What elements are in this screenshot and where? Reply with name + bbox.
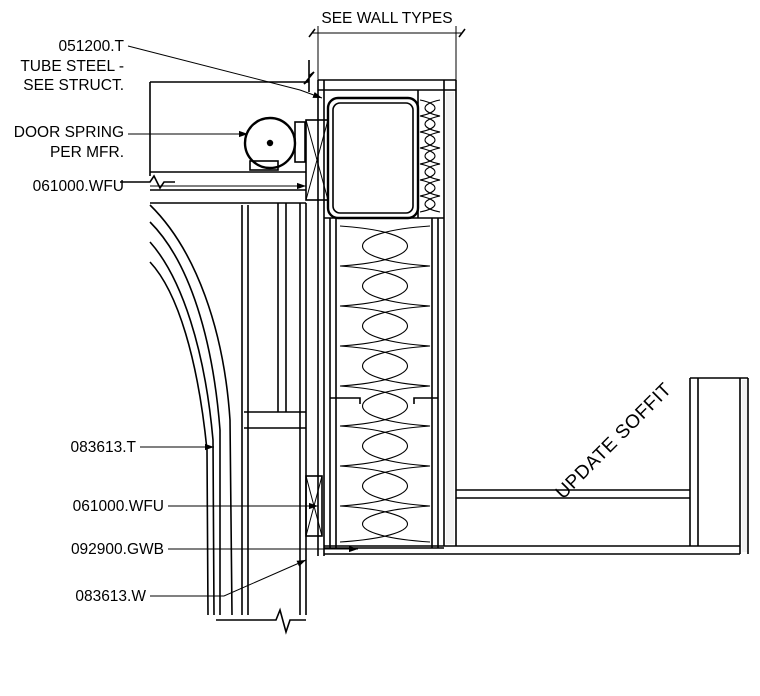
door-track-curve (149, 204, 306, 616)
door-track-label: 083613.T (71, 439, 137, 456)
tube-steel-note-line2: SEE STRUCT. (23, 77, 124, 94)
blocking-bottom-label: 061000.WFU (73, 498, 164, 515)
blocking-top-label: 061000.WFU (33, 178, 124, 195)
soffit (324, 377, 749, 555)
leaders (127, 45, 358, 597)
jamb-lines (216, 203, 307, 635)
wall-types-label: SEE WALL TYPES (321, 10, 452, 27)
door-spring (243, 116, 306, 171)
callout-labels: 051200.T TUBE STEEL - SEE STRUCT. DOOR S… (14, 38, 676, 605)
wall-types-dimension: SEE WALL TYPES (308, 10, 466, 80)
header-structure (120, 60, 315, 204)
tube-steel-note-line1: TUBE STEEL - (20, 58, 124, 75)
gypsum-board-label: 092900.GWB (71, 541, 164, 558)
wall-assembly (317, 79, 457, 556)
door-weather-label: 083613.W (75, 588, 146, 605)
door-spring-label-line2: PER MFR. (50, 144, 124, 161)
tube-steel-tag: 051200.T (59, 38, 125, 55)
soffit-note: UPDATE SOFFIT (552, 379, 676, 503)
door-spring-label-line1: DOOR SPRING (14, 124, 124, 141)
